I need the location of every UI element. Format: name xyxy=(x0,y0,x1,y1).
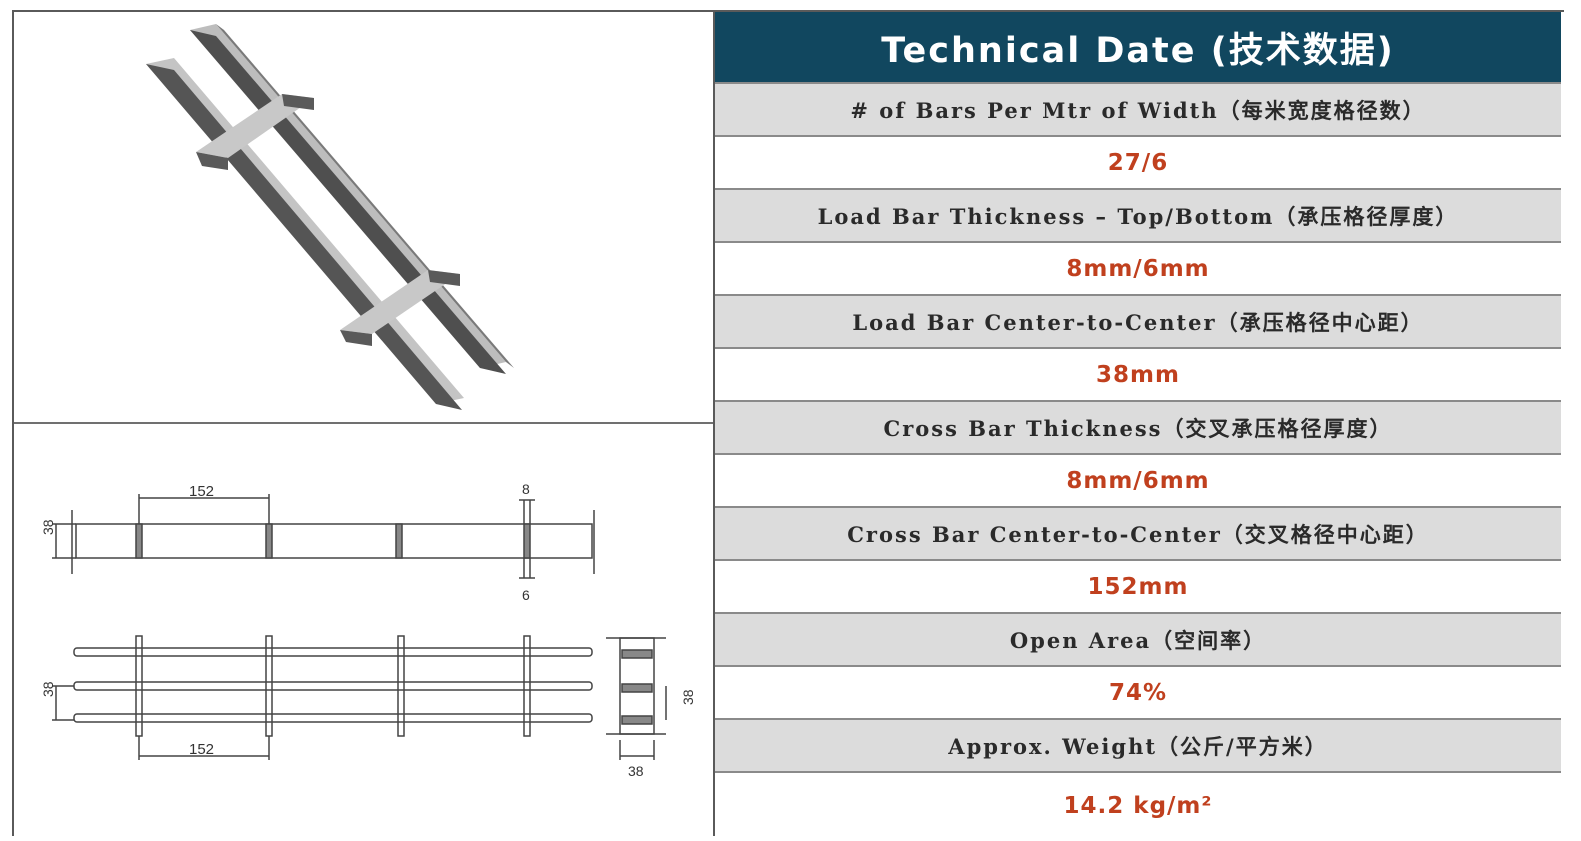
cross-bar-lower-top xyxy=(340,270,460,334)
row-label-open-area: Open Area（空间率） xyxy=(715,614,1561,667)
plan-height-dim: 38 xyxy=(40,681,56,697)
panel-vertical-divider xyxy=(713,12,715,836)
end-width-dim: 38 xyxy=(628,763,644,779)
technical-data-table: Technical Date (技术数据) # of Bars Per Mtr … xyxy=(715,12,1561,838)
bottom-thickness-dim: 6 xyxy=(522,587,530,603)
outer-frame xyxy=(12,10,1564,836)
cross-bar-upper-face xyxy=(196,152,228,170)
plan-view-drawing xyxy=(52,635,593,760)
end-height-dim: 38 xyxy=(680,689,696,705)
row-value-load-bar-center: 38mm xyxy=(715,349,1561,402)
table-title: Technical Date (技术数据) xyxy=(715,12,1561,84)
side-span-dim: 152 xyxy=(189,483,214,500)
load-bar-front-face xyxy=(146,64,462,410)
load-bar-back-face xyxy=(190,30,506,374)
cross-bar-lower-end xyxy=(428,270,460,286)
cross-bar-upper-top xyxy=(196,94,314,158)
grating-3d-illustration xyxy=(14,12,715,422)
technical-drawing-svg: 152 38 8 6 38 152 xyxy=(40,481,696,779)
left-panel-divider xyxy=(14,422,715,424)
plan-span-dim: 152 xyxy=(189,741,214,758)
row-value-open-area: 74% xyxy=(715,667,1561,720)
cross-bar-lower-face xyxy=(340,330,372,346)
row-label-load-bar-thickness: Load Bar Thickness – Top/Bottom（承压格径厚度） xyxy=(715,190,1561,243)
row-value-bars-per-mtr: 27/6 xyxy=(715,137,1561,190)
side-elevation-drawing xyxy=(52,494,595,579)
side-height-dim: 38 xyxy=(40,519,56,535)
row-value-cross-bar-thickness: 8mm/6mm xyxy=(715,455,1561,508)
row-value-load-bar-thickness: 8mm/6mm xyxy=(715,243,1561,296)
cross-bar-upper-end xyxy=(282,94,314,110)
row-label-cross-bar-thickness: Cross Bar Thickness（交叉承压格径厚度） xyxy=(715,402,1561,455)
technical-drawing-panel: 152 38 8 6 38 152 xyxy=(14,424,715,836)
row-label-approx-weight: Approx. Weight（公斤/平方米） xyxy=(715,720,1561,773)
row-value-approx-weight: 14.2 kg/m² xyxy=(715,773,1561,838)
row-value-cross-bar-center: 152mm xyxy=(715,561,1561,614)
grating-3d-svg xyxy=(146,24,514,410)
row-label-bars-per-mtr: # of Bars Per Mtr of Width（每米宽度格径数） xyxy=(715,84,1561,137)
top-thickness-dim: 8 xyxy=(522,481,530,497)
row-label-cross-bar-center: Cross Bar Center-to-Center（交叉格径中心距） xyxy=(715,508,1561,561)
end-view-drawing xyxy=(606,637,667,760)
row-label-load-bar-center: Load Bar Center-to-Center（承压格径中心距） xyxy=(715,296,1561,349)
